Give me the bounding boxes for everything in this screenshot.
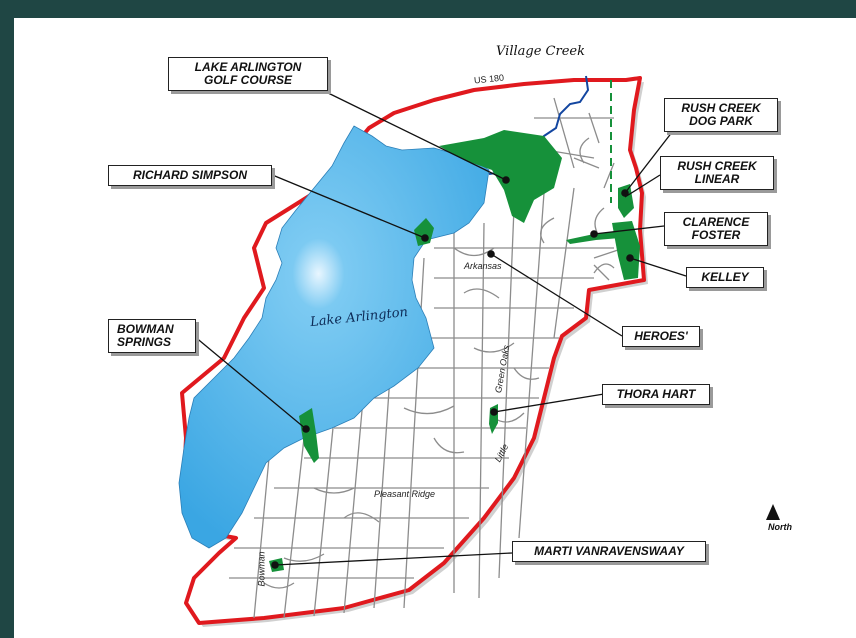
label-lake-arlington-golf-course: LAKE ARLINGTON GOLF COURSE <box>168 57 328 91</box>
bowman-label: Bowman <box>256 551 267 587</box>
park-bowman-springs <box>299 408 319 463</box>
park-markers <box>271 176 634 569</box>
park-golf-course <box>439 130 562 223</box>
leader-lines <box>193 89 687 566</box>
label-rush-creek-linear: RUSH CREEK LINEAR <box>660 156 774 190</box>
north-label: North <box>768 522 792 532</box>
label-marti-vanravenswaay: MARTI VANRAVENSWAAY <box>512 541 706 562</box>
label-thora-hart: THORA HART <box>602 384 710 405</box>
label-rush-creek-dog-park: RUSH CREEK DOG PARK <box>664 98 778 132</box>
label-clarence-foster: CLARENCE FOSTER <box>664 212 768 246</box>
map-canvas: Village Creek US 180 Lake Arlington Arka… <box>14 18 856 638</box>
park-kelley <box>612 221 640 280</box>
park-richard-simpson <box>414 218 434 246</box>
north-compass: North <box>762 504 798 532</box>
road-network <box>229 97 625 619</box>
label-richard-simpson: RICHARD SIMPSON <box>108 165 272 186</box>
village-creek-label: Village Creek <box>496 44 585 59</box>
map-svg <box>178 75 780 627</box>
label-kelley: KELLEY <box>686 267 764 288</box>
label-bowman-springs: BOWMAN SPRINGS <box>108 319 196 353</box>
lake-arlington-water <box>178 125 490 549</box>
label-heroes: HEROES' <box>622 326 700 347</box>
park-areas <box>269 130 640 572</box>
north-arrow-icon <box>766 504 780 520</box>
pleasant-ridge-label: Pleasant Ridge <box>374 489 436 499</box>
arkansas-label: Arkansas <box>464 261 502 271</box>
